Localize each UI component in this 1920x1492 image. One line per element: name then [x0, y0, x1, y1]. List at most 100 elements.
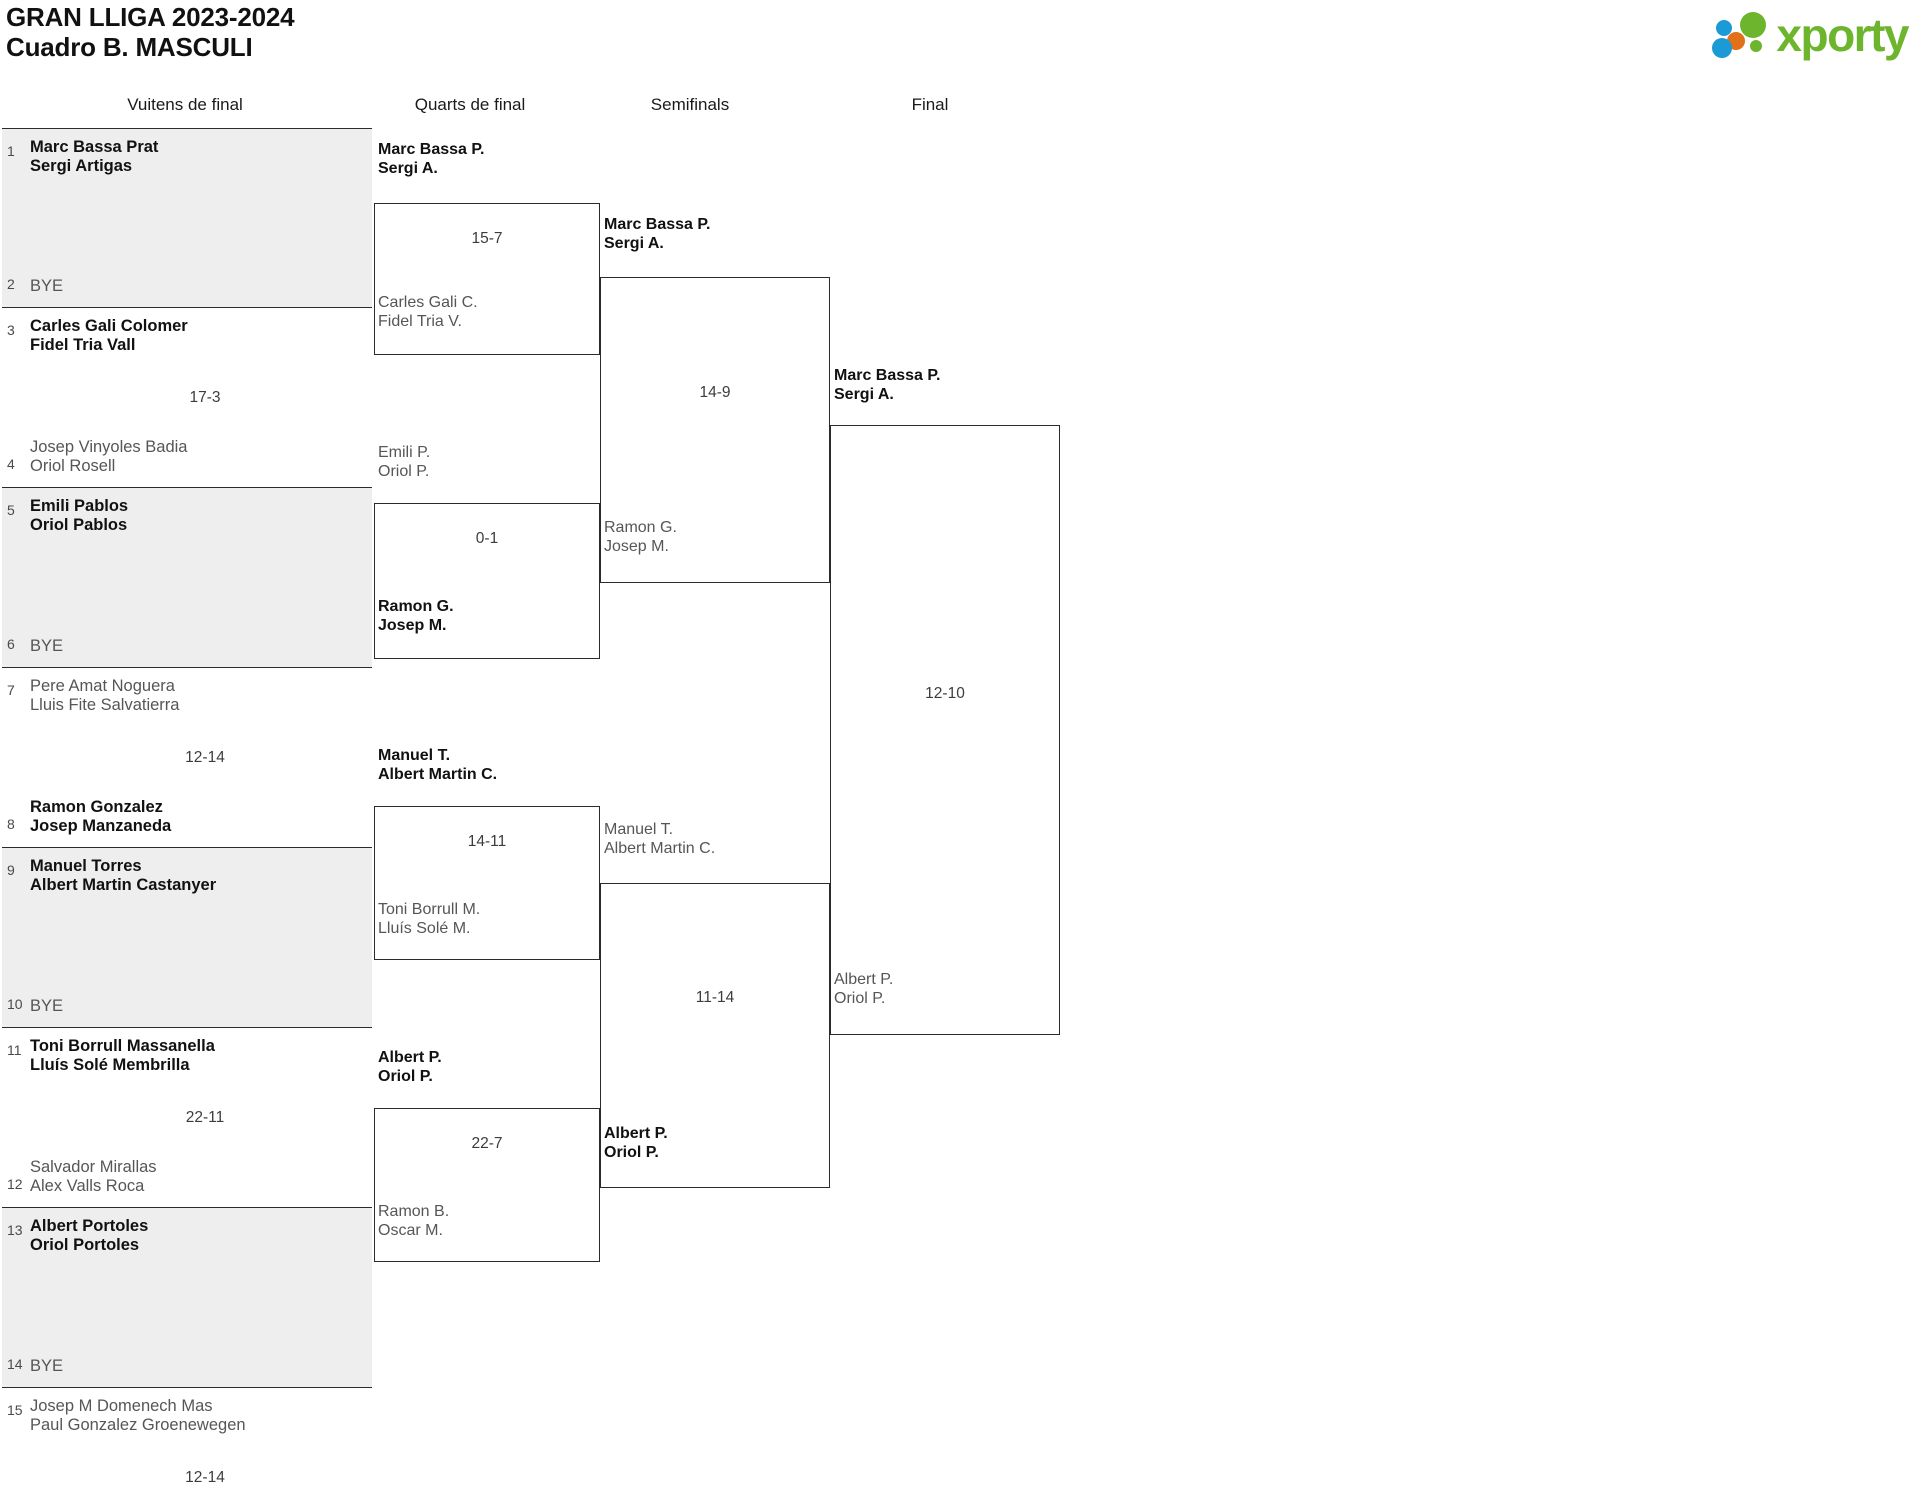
seed-number: 9	[7, 862, 15, 878]
r1-match-3[interactable]: 5 Emili Pablos Oriol Pablos 6 BYE	[2, 488, 372, 668]
seed-number: 2	[7, 276, 15, 292]
player-name: Manuel Torres	[30, 857, 142, 875]
qf-team-1-top: Marc Bassa P. Sergi A.	[378, 140, 484, 178]
player-name: Marc Bassa P.	[604, 216, 711, 233]
final-connector	[830, 425, 1060, 1035]
player-name: Lluís Solé M.	[378, 920, 471, 937]
player-name: Oriol P.	[604, 1144, 659, 1161]
r1-team-top: Carles Gali Colomer Fidel Tria Vall	[30, 317, 188, 355]
sf-score-2: 11-14	[695, 989, 735, 1006]
r1-team-top: Albert Portoles Oriol Portoles	[30, 1217, 148, 1255]
player-name: Oriol P.	[378, 1068, 433, 1085]
player-name: Marc Bassa P.	[834, 367, 941, 384]
qf-connector-1	[374, 203, 600, 355]
player-name: Salvador Mirallas	[30, 1158, 157, 1176]
r1-match-7[interactable]: 13 Albert Portoles Oriol Portoles 14 BYE	[2, 1208, 372, 1388]
seed-number: 8	[7, 816, 15, 832]
player-name: Sergi A.	[834, 386, 894, 403]
seed-number: 15	[7, 1402, 23, 1418]
seed-number: 4	[7, 456, 15, 472]
r1-team-top: Marc Bassa Prat Sergi Artigas	[30, 138, 158, 176]
player-name: Oriol P.	[834, 990, 886, 1007]
player-name: Albert P.	[834, 971, 894, 988]
r1-team-top: Manuel Torres Albert Martin Castanyer	[30, 857, 216, 895]
player-name: Lluis Fite Salvatierra	[30, 696, 180, 714]
player-name: Oriol Pablos	[30, 516, 128, 534]
r1-team-top: Pere Amat Noguera Lluis Fite Salvatierra	[30, 677, 179, 715]
bye-label: BYE	[30, 277, 64, 295]
page-title: GRAN LLIGA 2023-2024 Cuadro B. MASCULI	[6, 2, 295, 62]
sf-team-1-bottom: Ramon G. Josep M.	[604, 518, 677, 556]
player-name: Sergi Artigas	[30, 157, 133, 175]
round-header-r16: Vuitens de final	[127, 95, 243, 114]
player-name: Oriol Portoles	[30, 1236, 140, 1254]
seed-number: 11	[7, 1042, 22, 1058]
r1-team-bottom: BYE	[30, 277, 63, 296]
player-name: Carles Gali Colomer	[30, 317, 188, 335]
player-name: Emili Pablos	[30, 497, 129, 515]
qf-connector-2	[374, 503, 600, 659]
player-name: Paul Gonzalez Groenewegen	[30, 1416, 246, 1434]
r1-match-4[interactable]: 7 Pere Amat Noguera Lluis Fite Salvatier…	[2, 668, 372, 848]
player-name: Sergi A.	[604, 235, 664, 252]
r1-team-bottom: BYE	[30, 1357, 63, 1376]
bye-label: BYE	[30, 1357, 64, 1375]
player-name: Albert Martin C.	[604, 840, 716, 857]
player-name: Oriol P.	[378, 463, 430, 480]
r1-team-bottom: BYE	[30, 997, 63, 1016]
round-header-qf: Quarts de final	[414, 95, 526, 114]
player-name: Albert Martin C.	[378, 766, 498, 783]
round-header-final: Final	[911, 95, 949, 114]
player-name: Albert P.	[604, 1125, 668, 1142]
xporty-logo: xporty	[1712, 8, 1909, 62]
qf-score-2: 0-1	[475, 530, 499, 547]
r1-match-5[interactable]: 9 Manuel Torres Albert Martin Castanyer …	[2, 848, 372, 1028]
qf-team-3-top: Manuel T. Albert Martin C.	[378, 746, 497, 784]
r1-match-1[interactable]: 1 Marc Bassa Prat Sergi Artigas 2 BYE	[2, 128, 372, 308]
sf-team-1-top: Marc Bassa P. Sergi A.	[604, 215, 710, 253]
player-name: Albert Martin Castanyer	[30, 876, 217, 894]
r1-team-top: Toni Borrull Massanella Lluís Solé Membr…	[30, 1037, 215, 1075]
r1-team-bottom: Salvador Mirallas Alex Valls Roca	[30, 1158, 157, 1196]
bye-label: BYE	[30, 637, 64, 655]
qf-connector-3	[374, 806, 600, 960]
r1-match-8[interactable]: 15 Josep M Domenech Mas Paul Gonzalez Gr…	[2, 1388, 372, 1492]
player-name: Ramon G.	[604, 519, 677, 536]
player-name: Josep Vinyoles Badia	[30, 438, 188, 456]
r1-match-2[interactable]: 3 Carles Gali Colomer Fidel Tria Vall 4 …	[2, 308, 372, 488]
r1-team-top: Josep M Domenech Mas Paul Gonzalez Groen…	[30, 1397, 246, 1435]
match-score: 12-14	[185, 1468, 225, 1486]
player-name: Fidel Tria Vall	[30, 336, 136, 354]
r1-team-top: Emili Pablos Oriol Pablos	[30, 497, 128, 535]
player-name: Oriol Rosell	[30, 457, 116, 475]
player-name: Pere Amat Noguera	[30, 677, 175, 695]
player-name: Ramon B.	[378, 1203, 450, 1220]
qf-team-4-top: Albert P. Oriol P.	[378, 1048, 442, 1086]
player-name: Alex Valls Roca	[30, 1177, 145, 1195]
qf-connector-4	[374, 1108, 600, 1262]
r1-match-6[interactable]: 11 Toni Borrull Massanella Lluís Solé Me…	[2, 1028, 372, 1208]
player-name: Ramon Gonzalez	[30, 798, 163, 816]
player-name: Albert P.	[378, 1049, 442, 1066]
player-name: Manuel T.	[378, 747, 451, 764]
sf-team-2-bottom: Albert P. Oriol P.	[604, 1124, 668, 1162]
player-name: Josep M.	[378, 617, 447, 634]
player-name: Fidel Tria V.	[378, 313, 462, 330]
logo-wordmark: xporty	[1776, 9, 1909, 61]
player-name: Manuel T.	[604, 821, 674, 838]
qf-score-3: 14-11	[467, 833, 507, 850]
player-name: Josep Manzaneda	[30, 817, 172, 835]
player-name: Emili P.	[378, 444, 431, 461]
match-score: 17-3	[189, 388, 221, 406]
qf-score-4: 22-7	[471, 1135, 503, 1152]
sf-connector-2	[600, 883, 830, 1188]
qf-team-3-bottom: Toni Borrull M. Lluís Solé M.	[378, 900, 480, 938]
sf-score-1: 14-9	[699, 384, 731, 401]
round-header-sf: Semifinals	[650, 95, 730, 114]
final-score: 12-10	[925, 685, 965, 702]
player-name: Sergi A.	[378, 160, 438, 177]
player-name: Josep M Domenech Mas	[30, 1397, 213, 1415]
bye-label: BYE	[30, 997, 64, 1015]
match-score: 12-14	[185, 748, 225, 766]
player-name: Toni Borrull Massanella	[30, 1037, 215, 1055]
